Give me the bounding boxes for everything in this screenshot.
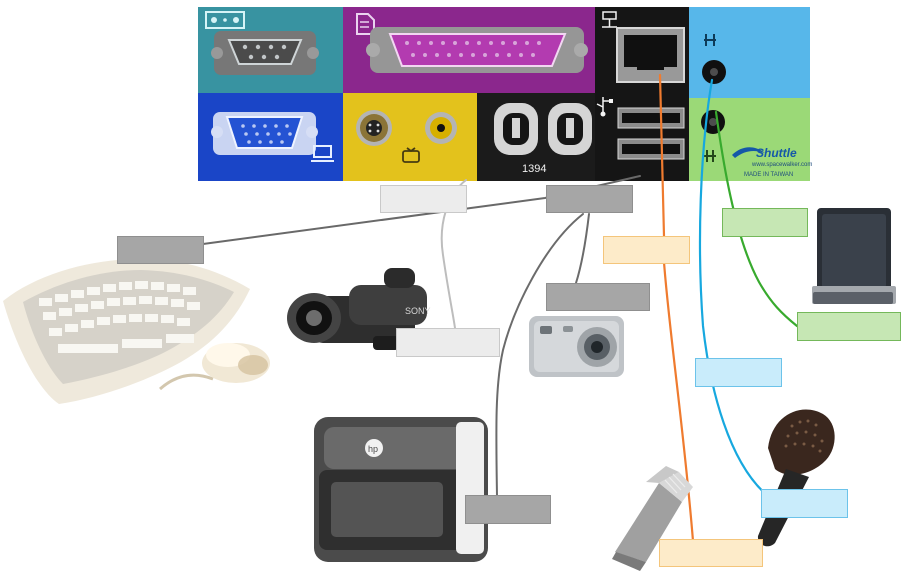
keyboard-mouse-image	[3, 258, 270, 404]
parallel-port-icon	[356, 13, 375, 35]
camcorder-image: SONY	[287, 268, 431, 350]
printer-label	[465, 495, 551, 524]
firewire-port-right	[548, 103, 592, 155]
camera-label	[546, 283, 650, 311]
keyboard-cable-line	[202, 175, 641, 245]
usb-label	[546, 185, 633, 213]
camcorder-label	[396, 328, 500, 357]
svideo-port	[356, 110, 392, 146]
microphone-label	[761, 489, 848, 518]
firewire-port-left	[494, 103, 538, 155]
network-connector-image	[612, 466, 693, 571]
brand-logo: Shuttle www.spacewalker.com MADE IN TAIW…	[732, 146, 812, 178]
network-port	[616, 27, 685, 83]
network-cable-label	[659, 539, 763, 567]
composite-video-port	[425, 112, 457, 144]
printer-image: hp	[314, 417, 488, 562]
keyboard-label	[117, 236, 204, 264]
audio-jack-top	[702, 60, 726, 84]
microphone-cable-line	[698, 78, 771, 499]
camera-cable-line	[575, 213, 590, 284]
printer-cable-line	[495, 213, 584, 497]
brand-name: Shuttle	[756, 146, 797, 160]
serial-port-icon	[205, 11, 245, 29]
firewire-label	[380, 185, 467, 213]
microphone-middle-label	[695, 358, 782, 387]
speaker-cable-line	[714, 110, 799, 328]
usb-ports	[617, 107, 685, 160]
digital-camera-image	[529, 316, 624, 377]
serial-port	[211, 31, 319, 75]
audio-jack-icon-lower	[704, 150, 716, 162]
speaker-label	[797, 312, 901, 341]
printer-brand: hp	[368, 444, 378, 454]
speaker-top-label	[722, 208, 808, 237]
audio-line-area	[689, 7, 810, 98]
network-label	[603, 236, 690, 264]
firewire-text: 1394	[522, 163, 546, 175]
vga-port-icon	[311, 145, 334, 162]
made-in-text: MADE IN TAIWAN	[744, 172, 793, 178]
microphone-image	[757, 409, 835, 547]
audio-jack-icon	[704, 34, 716, 46]
network-port-icon	[602, 11, 617, 28]
vga-port	[211, 112, 318, 155]
back-panel: 1394 Shuttle www.spacewalker.com MADE IN…	[198, 7, 812, 181]
parallel-port	[366, 27, 588, 73]
usb-port-icon	[596, 97, 613, 117]
brand-website: www.spacewalker.com	[751, 162, 812, 168]
speaker-image	[812, 208, 896, 304]
video-port-icon	[402, 147, 420, 163]
camcorder-brand: SONY	[405, 306, 431, 316]
